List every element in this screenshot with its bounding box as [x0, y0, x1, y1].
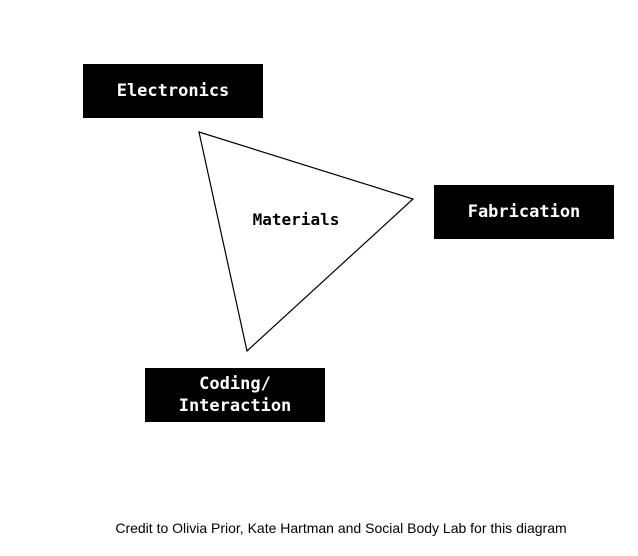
coding-label: Coding/: [199, 374, 271, 394]
fabrication-label: Fabrication: [467, 202, 581, 222]
electronics-node: Electronics: [83, 64, 263, 118]
interaction-label: Interaction: [178, 396, 292, 416]
materials-label: Materials: [252, 210, 340, 229]
coding-interaction-node: Coding/ Interaction: [145, 368, 325, 422]
credit-text: Credit to Olivia Prior, Kate Hartman and…: [115, 520, 567, 536]
fabrication-node: Fabrication: [434, 185, 614, 239]
electronics-label: Electronics: [116, 81, 230, 101]
triangle-shape: [198, 131, 415, 353]
